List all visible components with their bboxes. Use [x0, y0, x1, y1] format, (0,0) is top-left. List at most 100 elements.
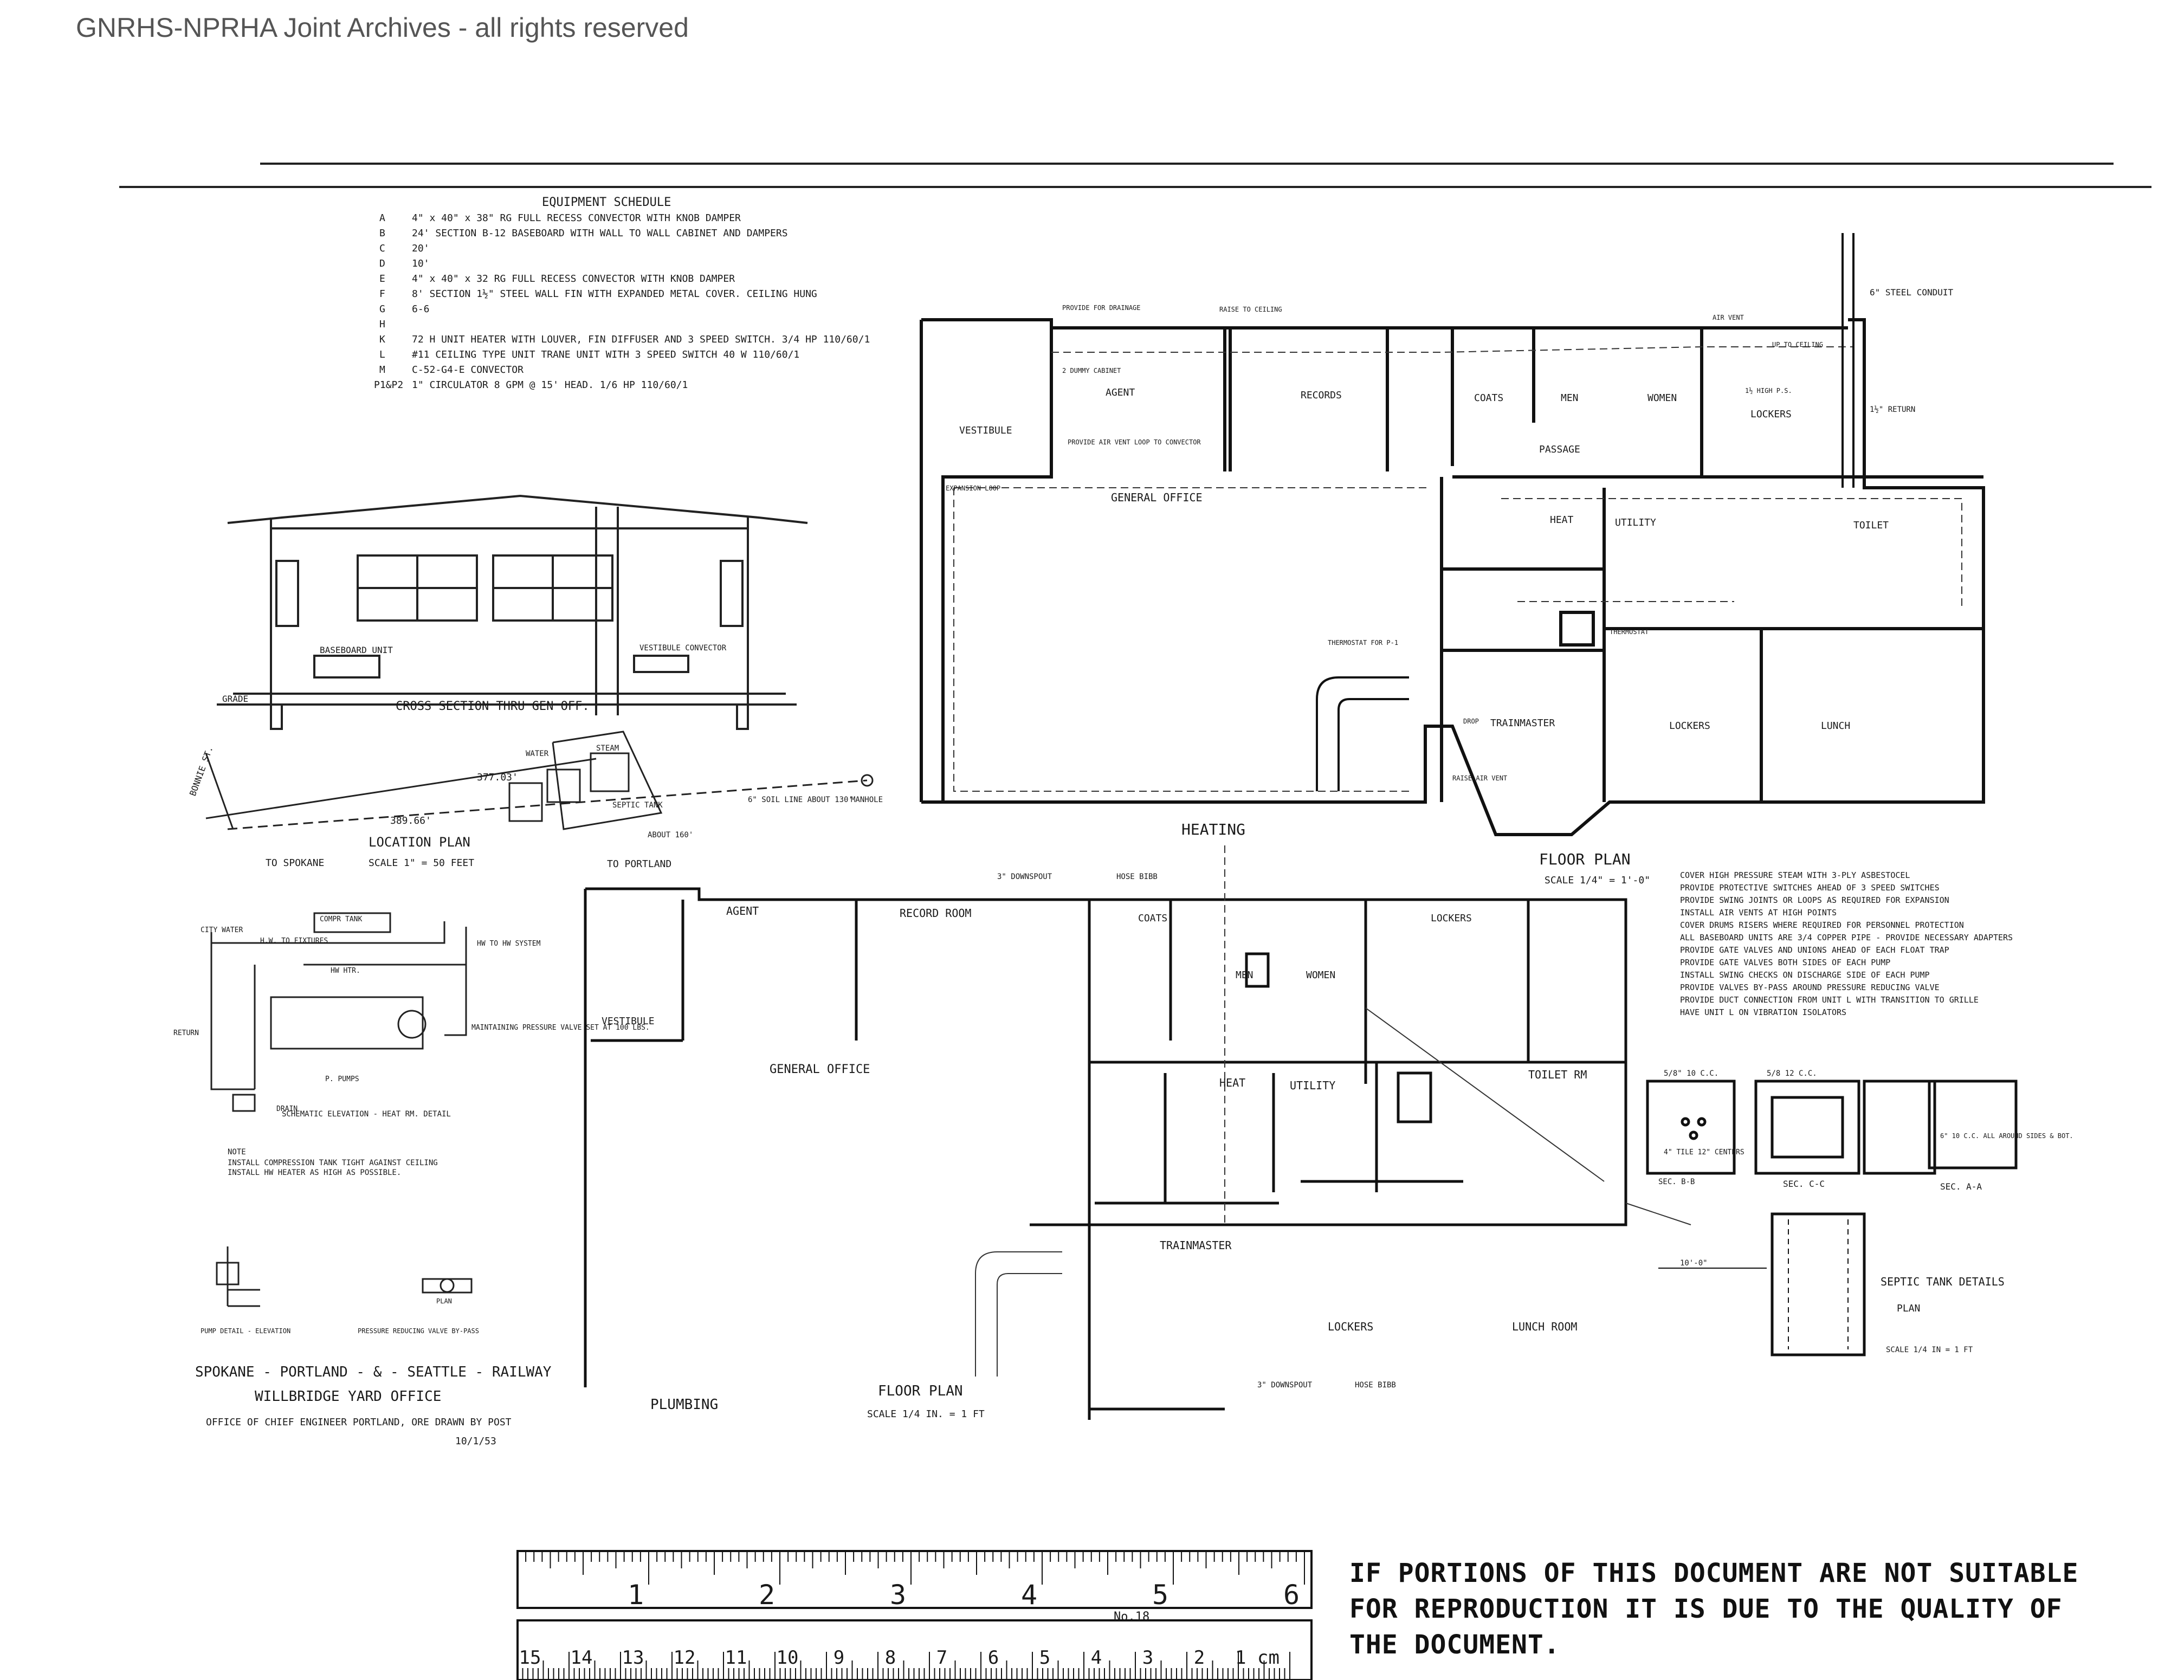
grade-label: GRADE — [222, 694, 248, 704]
heating-plan-ducts — [1316, 233, 1855, 791]
dimension-label: 377.03' — [477, 772, 518, 783]
general-note: PROVIDE DUCT CONNECTION FROM UNIT L WITH… — [1680, 995, 1979, 1005]
railway-name: SPOKANE - PORTLAND - & - SEATTLE - RAILW… — [195, 1364, 552, 1380]
general-note: INSTALL AIR VENTS AT HIGH POINTS — [1680, 908, 1837, 917]
cm-labels: 15 14 13 12 11 10 9 8 7 6 5 4 3 2 1 cm — [519, 1647, 1280, 1669]
plumbing-floor-plan-title: FLOOR PLAN — [878, 1383, 963, 1399]
tile-label: 4" TILE 12" CENTERS — [1664, 1148, 1744, 1156]
room-women: WOMEN — [1647, 392, 1677, 404]
archive-header: GNRHS-NPRHA Joint Archives - all rights … — [76, 12, 689, 43]
general-note: PROVIDE PROTECTIVE SWITCHES AHEAD OF 3 S… — [1680, 883, 1940, 893]
cm-label: 12 — [674, 1647, 696, 1669]
inch-label: 3 — [890, 1579, 906, 1611]
septic-tank-label: SEPTIC TANK — [612, 801, 663, 810]
schedule-text: 20' — [412, 243, 430, 254]
plumbing-scale: SCALE 1/4 IN. = 1 FT — [867, 1408, 985, 1420]
about-label: ABOUT 160' — [648, 831, 693, 839]
manhole-label: MANHOLE — [851, 796, 883, 804]
schedule-key: M — [379, 364, 385, 376]
cm-label: 15 — [519, 1647, 541, 1669]
room-vestibule: VESTIBULE — [602, 1016, 655, 1027]
cm-label: 9 — [833, 1647, 844, 1669]
note-title: NOTE — [228, 1148, 246, 1156]
cross-section-labels: CROSS SECTION THRU GEN OFF. BASEBOARD UN… — [222, 644, 727, 713]
cm-label: 8 — [885, 1647, 896, 1669]
water-label: WATER — [526, 749, 549, 758]
room-coats: COATS — [1138, 913, 1167, 924]
measurement-ruler: 1 2 3 4 5 6 15 14 13 12 11 10 9 8 7 6 5 … — [516, 1550, 1313, 1680]
steam-label: STEAM — [596, 744, 619, 753]
note-sec-bb: SEC. B-B — [1658, 1178, 1695, 1186]
rebar-label: 5/8 12 C.C. — [1767, 1069, 1817, 1078]
note-air-vent: AIR VENT — [1713, 314, 1744, 321]
inch-labels: 1 2 3 4 5 6 — [628, 1579, 1300, 1611]
heating-plan-piping — [953, 346, 1962, 792]
general-note: PROVIDE GATE VALVES BOTH SIDES OF EACH P… — [1680, 958, 1890, 967]
return-label: RETURN — [173, 1029, 199, 1037]
schedule-key: C — [379, 243, 385, 254]
septic-details-labels: SEPTIC TANK DETAILS PLAN SCALE 1/4 IN = … — [1664, 1069, 2073, 1354]
heating-scale: SCALE 1/4" = 1'-0" — [1545, 875, 1650, 886]
schedule-text: 72 H UNIT HEATER WITH LOUVER, FIN DIFFUS… — [412, 334, 870, 345]
top-border-lines — [119, 163, 2151, 188]
note-drainage: PROVIDE FOR DRAINAGE — [1062, 304, 1141, 312]
room-lockers: LOCKERS — [1328, 1320, 1373, 1333]
location-plan-drawing — [205, 731, 874, 830]
room-passage: PASSAGE — [1539, 444, 1580, 455]
note-hose-bibb: HOSE BIBB — [1355, 1381, 1396, 1390]
room-trainmaster: TRAINMASTER — [1490, 718, 1555, 729]
room-records: RECORDS — [1301, 390, 1342, 401]
vestibule-convector-label: VESTIBULE CONVECTOR — [639, 644, 727, 652]
drain-label: DRAIN — [276, 1105, 298, 1113]
schedule-key: L — [379, 349, 385, 360]
hw-heater-label: HW HTR. — [331, 967, 360, 975]
rebar-label: 5/8" 10 C.C. — [1664, 1069, 1718, 1078]
street-label: BONNIE ST. — [188, 745, 215, 797]
schematic-note: INSTALL HW HEATER AS HIGH AS POSSIBLE. — [228, 1168, 401, 1177]
pump-detail-label: PUMP DETAIL - ELEVATION — [201, 1327, 290, 1335]
schedule-key: G — [379, 303, 385, 315]
septic-title: SEPTIC TANK DETAILS — [1881, 1275, 2005, 1288]
septic-plan: PLAN — [1897, 1303, 1920, 1314]
dimension-label: 389.66' — [390, 815, 431, 826]
to-portland-label: TO PORTLAND — [607, 858, 671, 870]
room-general-office: GENERAL OFFICE — [1111, 491, 1203, 504]
room-vestibule: VESTIBULE — [959, 425, 1012, 436]
schedule-text: 1" CIRCULATOR 8 GPM @ 15' HEAD. 1/6 HP 1… — [412, 379, 688, 391]
cm-label: 1 cm — [1235, 1647, 1280, 1669]
general-note: INSTALL SWING CHECKS ON DISCHARGE SIDE O… — [1680, 970, 1930, 980]
baseboard-unit-label: BASEBOARD UNIT — [320, 645, 393, 655]
note-air-vent-loop: PROVIDE AIR VENT LOOP TO CONVECTOR — [1068, 438, 1201, 446]
inch-label: 1 — [628, 1579, 644, 1611]
cm-label: 10 — [777, 1647, 799, 1669]
cross-section-drawing — [217, 494, 808, 730]
general-note: PROVIDE SWING JOINTS OR LOOPS AS REQUIRE… — [1680, 895, 1949, 905]
inch-label: 5 — [1152, 1579, 1168, 1611]
room-utility: UTILITY — [1290, 1079, 1335, 1092]
office-line: OFFICE OF CHIEF ENGINEER PORTLAND, ORE D… — [206, 1417, 512, 1428]
note-thermostat-p1: THERMOSTAT FOR P-1 — [1328, 639, 1398, 647]
room-heat: HEAT — [1550, 514, 1574, 526]
room-toilet: TOILET — [1853, 520, 1889, 531]
room-heat: HEAT — [1219, 1076, 1245, 1089]
cm-label: 3 — [1142, 1647, 1153, 1669]
prv-bypass-label: PRESSURE REDUCING VALVE BY-PASS — [358, 1327, 479, 1335]
note-thermostat: THERMOSTAT — [1610, 628, 1649, 636]
heating-plan-drawing — [920, 318, 1985, 836]
schedule-text: #11 CEILING TYPE UNIT TRANE UNIT WITH 3 … — [412, 349, 799, 360]
schedule-text: 4" x 40" x 38" RG FULL RECESS CONVECTOR … — [412, 212, 741, 224]
schedule-key: K — [379, 334, 385, 345]
comp-tank-label: COMPR TANK — [320, 915, 362, 923]
title-block: SPOKANE - PORTLAND - & - SEATTLE - RAILW… — [195, 1364, 552, 1447]
inch-ticks — [517, 1552, 1305, 1585]
quality-notice: IF PORTIONS OF THIS DOCUMENT ARE NOT SUI… — [1349, 1558, 2079, 1660]
room-agent: AGENT — [726, 904, 759, 917]
septic-scale: SCALE 1/4 IN = 1 FT — [1886, 1346, 1973, 1354]
soil-line-label: 6" SOIL LINE ABOUT 130' — [748, 796, 853, 804]
schematic-drawing — [210, 912, 473, 1307]
schedule-key: H — [379, 319, 385, 330]
schematic-labels: SCHEMATIC ELEVATION - HEAT RM. DETAIL CI… — [173, 915, 650, 1335]
room-men: MEN — [1236, 970, 1253, 981]
general-note: ALL BASEBOARD UNITS ARE 3/4 COPPER PIPE … — [1680, 933, 2013, 942]
